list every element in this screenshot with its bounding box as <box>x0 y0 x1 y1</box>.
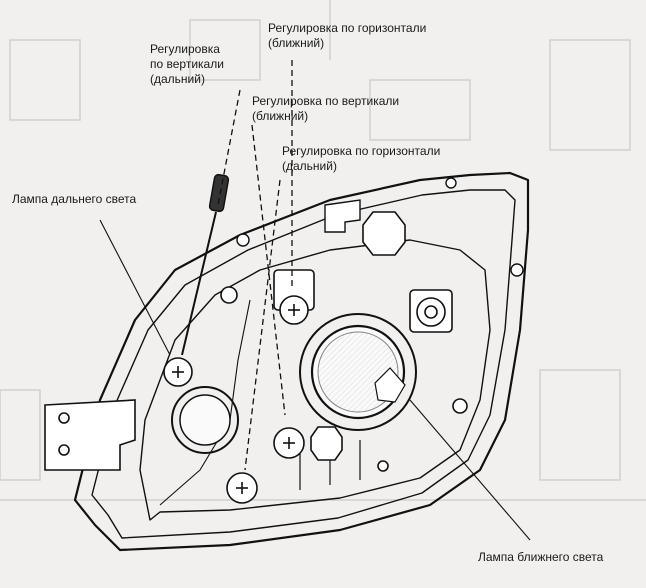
label-horizontal-near-top: Регулировка по горизонтали (ближний) <box>268 21 427 50</box>
small-screw-bottom <box>377 460 389 472</box>
top-brackets <box>236 177 524 277</box>
octagon-nuts <box>310 211 406 461</box>
high-beam-opening <box>171 386 239 454</box>
small-screw-right <box>452 398 468 414</box>
screwdriver <box>181 173 230 356</box>
low-beam-opening <box>299 313 417 431</box>
leader-lines <box>99 219 531 541</box>
adjuster-screws <box>163 269 468 504</box>
headlight-housing <box>73 171 530 552</box>
adjuster-vert-near <box>273 269 315 325</box>
label-horizontal-far: Регулировка по горизонтали (дальний) <box>282 144 441 173</box>
small-screw-left <box>220 286 238 304</box>
adjuster-right <box>409 289 453 333</box>
adjustment-lines <box>217 60 293 471</box>
label-vertical-far: Регулировка по вертикали (дальний) <box>150 42 224 86</box>
adjuster-bottom <box>226 472 258 504</box>
label-vertical-near: Регулировка по вертикали (ближний) <box>252 94 400 123</box>
label-low-beam-lamp: Лампа ближнего света <box>478 550 604 564</box>
mounting-bracket <box>44 399 136 471</box>
adjuster-high-beam <box>163 357 193 387</box>
label-high-beam-lamp: Лампа дальнего света <box>12 192 137 206</box>
adjuster-horiz-near <box>273 427 305 459</box>
